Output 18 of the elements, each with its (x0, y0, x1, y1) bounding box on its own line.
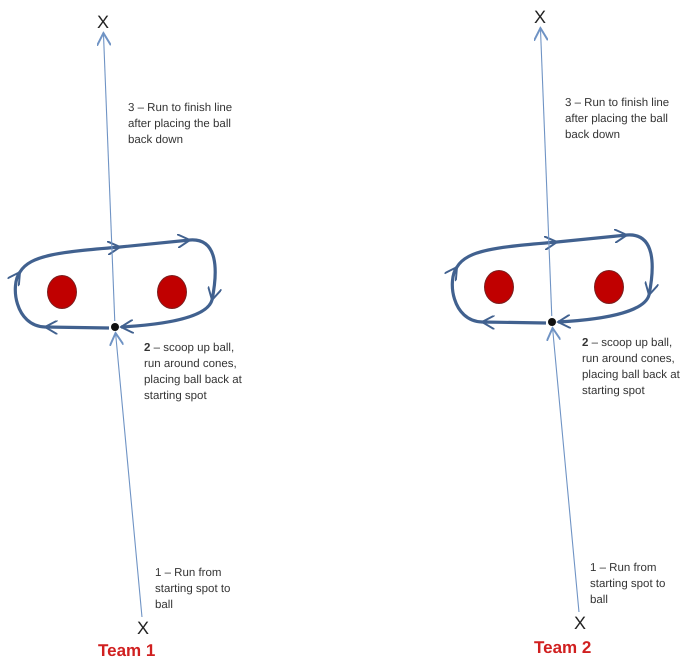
ball-dot (548, 318, 556, 326)
start-mark: X (135, 619, 151, 637)
cone (484, 270, 514, 304)
loop-arrow (444, 229, 658, 330)
ball-dot (111, 323, 119, 331)
arrow (108, 332, 143, 618)
arrow (96, 32, 116, 322)
cone (157, 275, 187, 309)
start-mark: X (572, 614, 588, 632)
cone (594, 270, 624, 304)
loop-arrow (8, 234, 222, 334)
arrow (532, 27, 552, 316)
team-label: Team 2 (534, 638, 592, 658)
arrow (546, 327, 580, 612)
team-label: Team 1 (98, 641, 156, 661)
finish-mark: X (532, 8, 548, 26)
finish-mark: X (95, 13, 111, 31)
cone (47, 275, 77, 309)
